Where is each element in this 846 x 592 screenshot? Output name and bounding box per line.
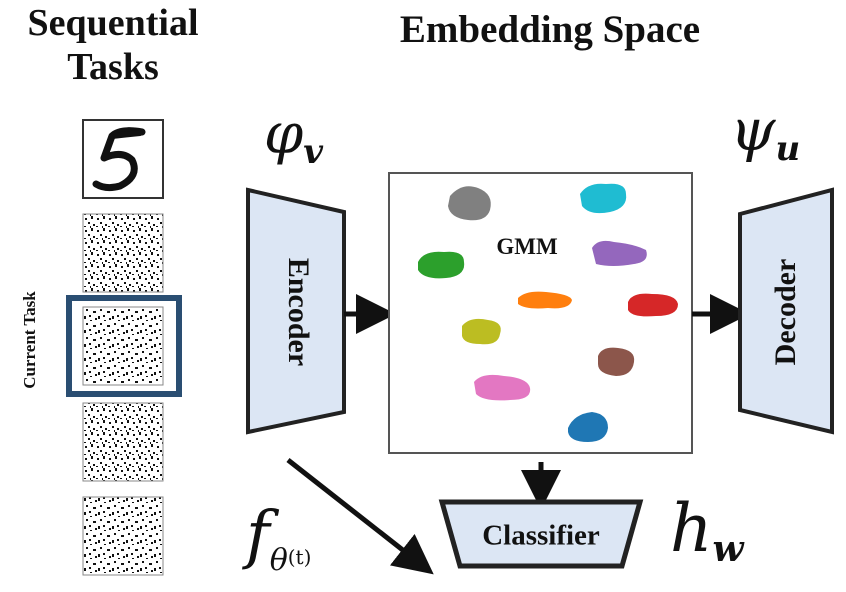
encoder-parameter-label: φv xyxy=(264,102,323,172)
sequential-tasks-title-line2: Tasks xyxy=(67,46,159,88)
cluster-purple xyxy=(592,240,647,266)
sequential-tasks-title-line1: Sequential xyxy=(27,2,199,44)
w-subscript: w xyxy=(712,528,744,570)
classifier-block xyxy=(438,499,644,569)
task-image-permuted-4 xyxy=(82,496,164,576)
classifier-label: Classifier xyxy=(482,520,600,552)
task-image-mnist-digit xyxy=(82,119,164,199)
task-image-permuted-3 xyxy=(82,402,164,482)
task-image-permuted-2 xyxy=(82,306,164,386)
cluster-yellow-green xyxy=(462,318,501,345)
psi-subscript: u xyxy=(775,129,801,169)
cluster-brown xyxy=(598,347,635,376)
t-superscript: (t) xyxy=(287,545,312,569)
classifier-parameter-label: hw xyxy=(670,490,744,570)
phi-symbol: φ xyxy=(264,102,304,167)
current-task-highlight-box xyxy=(66,295,182,397)
cluster-pink xyxy=(474,374,531,401)
embedding-space-title: Embedding Space xyxy=(399,8,701,51)
cluster-red xyxy=(628,293,678,317)
gmm-label: GMM xyxy=(496,234,558,259)
theta-subscript: θ xyxy=(269,543,288,578)
decoder-parameter-label: ψu xyxy=(730,96,800,169)
feature-extractor-label: fθ(t) xyxy=(246,498,311,578)
encoder-label: Encoder xyxy=(282,258,315,366)
task-image-permuted-1 xyxy=(82,213,164,293)
encoder-block xyxy=(246,187,346,435)
psi-symbol: ψ xyxy=(730,96,776,164)
sequential-tasks-title: Sequential Tasks xyxy=(0,4,226,86)
decoder-label: Decoder xyxy=(769,259,802,366)
encoder-to-classifier-arrow xyxy=(286,458,434,575)
h-symbol: h xyxy=(670,490,713,567)
cluster-blue xyxy=(568,412,608,442)
cluster-gray xyxy=(448,186,491,221)
phi-subscript: v xyxy=(303,132,323,172)
f-symbol: f xyxy=(246,498,270,572)
cluster-cyan xyxy=(580,183,627,214)
cluster-green xyxy=(418,251,465,279)
cluster-orange xyxy=(518,291,572,309)
decoder-block xyxy=(738,187,834,435)
